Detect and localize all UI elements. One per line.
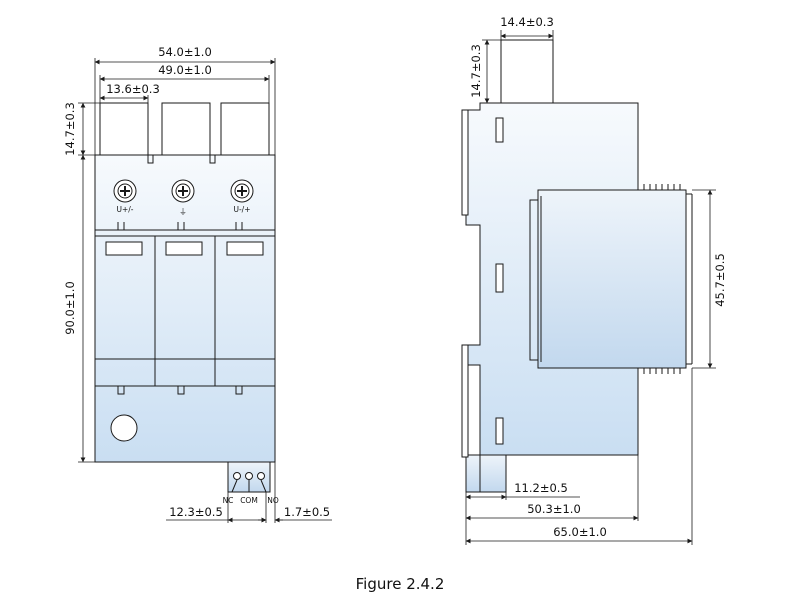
dim-depth-to-front: 50.3±1.0: [527, 502, 581, 516]
dim-window-height: 45.7±0.5: [713, 253, 727, 307]
ground-symbol: ⏚: [179, 207, 187, 216]
dim-total-depth: 65.0±1.0: [553, 525, 607, 539]
dim-top-height: 14.7±0.3: [63, 102, 77, 156]
dim-top-width: 14.4±0.3: [500, 15, 554, 29]
dim-side-top-height: 14.7±0.3: [469, 44, 483, 98]
dim-rail-offset: 11.2±0.5: [514, 481, 568, 495]
dim-nc-com: 12.3±0.5: [169, 505, 223, 519]
remote-contact-block: [227, 461, 271, 493]
dim-overall-width: 54.0±1.0: [158, 45, 212, 59]
terminal-screw: [230, 179, 254, 203]
dim-com-no: 1.7±0.5: [284, 505, 330, 519]
terminal-screw: [113, 179, 137, 203]
contact-label-com: COM: [240, 496, 258, 505]
dim-pitch-width: 49.0±1.0: [158, 63, 212, 77]
side-labels: 14.4±0.3 14.7±0.3 45.7±0.5 11.2±0.5 50.3…: [469, 15, 727, 539]
front-view: [78, 58, 332, 523]
side-dimension-lines: [465, 30, 716, 545]
contact-label-nc: NC: [223, 496, 234, 505]
terminal-label: U-/+: [233, 205, 250, 214]
terminal-label: U+/-: [116, 205, 133, 214]
status-indicator: [110, 414, 138, 442]
dim-module-width: 13.6±0.3: [106, 82, 160, 96]
dim-body-height: 90.0±1.0: [63, 281, 77, 335]
front-labels: 54.0±1.0 49.0±1.0 13.6±0.3 14.7±0.3 90.0…: [63, 45, 330, 519]
front-dimension-lines: [78, 58, 332, 523]
front-top-caps: [99, 102, 270, 156]
contact-label-no: NO: [267, 496, 279, 505]
terminal-screw: [171, 179, 195, 203]
side-view: [461, 30, 716, 545]
front-body: [94, 154, 276, 463]
figure-caption: Figure 2.4.2: [355, 575, 445, 593]
